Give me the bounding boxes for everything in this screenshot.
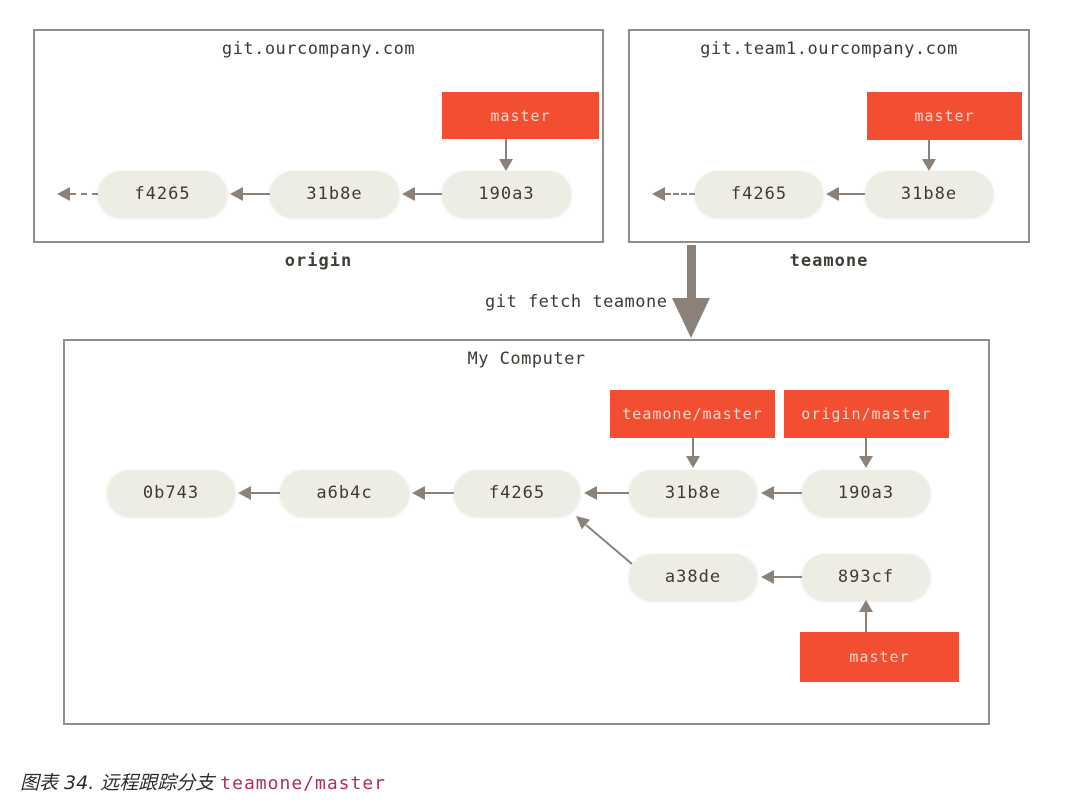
arrow-origin-master-head [859,456,873,468]
ref-label-origin-master: origin/master [784,390,949,438]
arrow-190a3-to-31b8e-line [415,193,442,195]
remote-origin-title: git.ourcompany.com [221,39,416,59]
commit-node: a38de [629,554,757,600]
remote-teamone-title: git.team1.ourcompany.com [700,39,958,59]
arrow-a6b4c-to-0b743-head [238,486,251,500]
arrow-31b8e-to-f4265-line [243,193,270,195]
commit-node: 31b8e [629,470,757,516]
history-continues-dashed-line [665,193,695,195]
arrow-origin-master-line [865,438,867,457]
arrow-master-to-893cf-head [859,600,873,612]
remote-box-origin: git.ourcompany.com master f4265 31b8e 19… [33,29,604,243]
fetch-arrow-head [672,298,710,338]
arrow-master-to-190a3-line [505,139,507,160]
arrow-a38de-to-f4265 [576,516,633,565]
branch-label-master-teamone: master [867,92,1022,140]
remote-name-teamone: teamone [789,251,869,271]
arrow-a6b4c-to-0b743-line [251,492,280,494]
arrow-31b8e-to-f4265-head [826,187,839,201]
branch-label-master-local: master [800,632,959,682]
arrow-31b8e-to-f4265-head [230,187,243,201]
commit-node: 190a3 [442,171,571,217]
arrow-master-to-893cf-line [865,611,867,632]
arrow-893cf-to-a38de-head [761,570,774,584]
fetch-arrow-stem [687,245,696,300]
history-continues-arrowhead [652,187,665,201]
commit-node: f4265 [695,171,823,217]
remote-box-teamone: git.team1.ourcompany.com master f4265 31… [628,29,1030,243]
local-box-my-computer: My Computer teamone/master origin/master… [63,339,990,725]
ref-label-teamone-master: teamone/master [610,390,775,438]
local-title: My Computer [467,349,586,369]
arrow-f4265-to-a6b4c-line [425,492,454,494]
commit-node: f4265 [98,171,227,217]
arrow-31b8e-to-f4265-head [584,486,597,500]
commit-node: 0b743 [107,470,235,516]
commit-node: 31b8e [865,171,993,217]
arrow-190a3-to-31b8e-head [761,486,774,500]
arrow-master-to-31b8e-line [928,140,930,160]
arrow-teamone-master-line [692,438,694,457]
figure-caption-text: 图表 34. 远程跟踪分支 [20,772,215,794]
figure-caption-code: teamone/master [220,773,387,794]
commit-node: 31b8e [270,171,399,217]
fetch-command-label: git fetch teamone [485,292,668,312]
arrow-190a3-to-31b8e-line [774,492,802,494]
commit-node: 190a3 [802,470,930,516]
arrow-31b8e-to-f4265-line [597,492,629,494]
commit-node: 893cf [802,554,930,600]
branch-label-master-origin: master [442,92,599,139]
arrow-f4265-to-a6b4c-head [412,486,425,500]
remote-name-origin: origin [284,251,353,271]
arrow-teamone-master-head [686,456,700,468]
arrow-190a3-to-31b8e-head [402,187,415,201]
arrow-master-to-31b8e-head [922,159,936,171]
commit-node: a6b4c [280,470,409,516]
arrow-31b8e-to-f4265-line [839,193,865,195]
history-continues-arrowhead [57,187,70,201]
arrow-893cf-to-a38de-line [774,576,802,578]
commit-node: f4265 [454,470,580,516]
arrow-master-to-190a3-head [499,159,513,171]
history-continues-dashed-line [70,193,98,195]
